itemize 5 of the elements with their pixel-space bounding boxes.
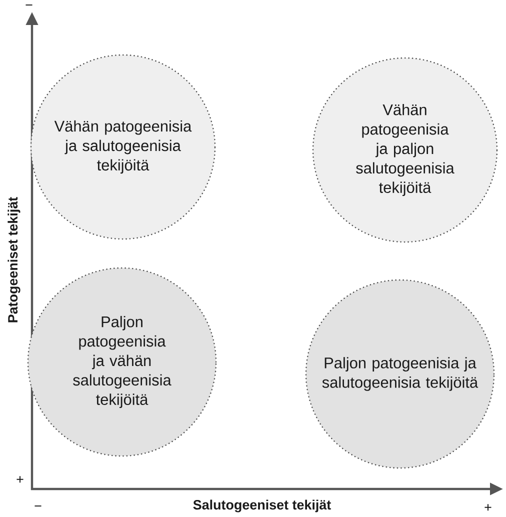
axis-title: Salutogeeniset tekijät [193,500,331,512]
axis-sign: − [26,4,32,6]
axis-title: Patogeeniset tekijät [8,197,20,322]
axis-sign: + [484,504,492,511]
axis-sign: + [16,476,24,483]
